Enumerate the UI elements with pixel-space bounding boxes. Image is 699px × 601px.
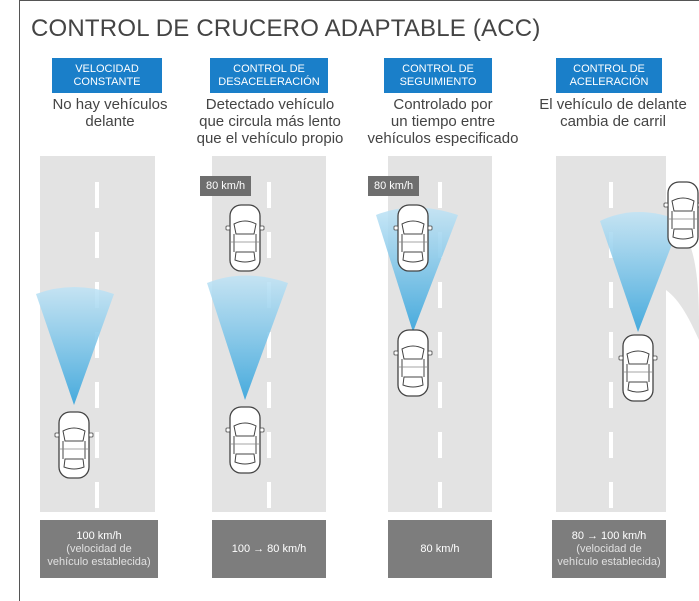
desc-line: vehículos especificado <box>367 130 519 147</box>
desc-line: No hay vehículos <box>52 96 168 113</box>
own-car-icon <box>393 329 433 397</box>
mode-badge-following: CONTROL DE SEGUIMIENTO <box>384 58 492 93</box>
lead-speed-tag: 80 km/h <box>368 176 420 196</box>
radar-beam <box>207 275 288 400</box>
desc-line: que el vehículo propio <box>196 130 344 147</box>
own-car-icon <box>225 406 265 474</box>
scenario-description: El vehículo de delante cambia de carril <box>530 96 696 130</box>
mode-badge-deceleration: CONTROL DE DESACELERACIÓN <box>210 58 328 93</box>
speed-value: 80 km/h <box>420 542 460 555</box>
scenario-description: Detectado vehículo que circula más lento… <box>190 96 350 147</box>
speed-value: 80 → 100 km/h <box>571 529 647 542</box>
scenario-description: Controlado por un tiempo entre vehículos… <box>362 96 524 147</box>
speed-note: vehículo establecida) <box>557 555 661 568</box>
desc-line: delante <box>85 113 135 130</box>
speed-note: (velocidad de <box>66 542 132 555</box>
badge-line-2: DESACELERACIÓN <box>218 75 320 88</box>
desc-line: Detectado vehículo <box>205 96 335 113</box>
radar-beam <box>36 287 114 405</box>
lead-car-icon <box>393 204 433 272</box>
lead-speed-tag: 80 km/h <box>200 176 252 196</box>
lead-car-icon <box>663 181 699 249</box>
desc-line: que circula más lento <box>199 113 341 130</box>
speed-box: 100 km/h (velocidad de vehículo establec… <box>40 520 158 578</box>
badge-line-2: CONSTANTE <box>73 75 141 88</box>
badge-line-2: SEGUIMIENTO <box>399 75 477 88</box>
own-car-icon <box>54 411 94 479</box>
badge-line-1: CONTROL DE <box>402 62 474 75</box>
desc-line: Controlado por <box>393 96 493 113</box>
badge-line-1: CONTROL DE <box>233 62 305 75</box>
badge-line-2: ACELERACIÓN <box>569 75 649 88</box>
mode-badge-acceleration: CONTROL DE ACELERACIÓN <box>556 58 662 93</box>
speed-box: 80 → 100 km/h (velocidad de vehículo est… <box>552 520 666 578</box>
own-car-icon <box>618 334 658 402</box>
speed-note: vehículo establecida) <box>47 555 151 568</box>
badge-line-1: CONTROL DE <box>573 62 645 75</box>
radar-beam <box>600 212 681 332</box>
desc-line: El vehículo de delante <box>539 96 687 113</box>
desc-line: cambia de carril <box>560 113 666 130</box>
speed-box: 80 km/h <box>388 520 492 578</box>
scenario-description: No hay vehículos delante <box>30 96 190 130</box>
diagram-frame <box>19 0 699 601</box>
lane-markings <box>95 182 613 508</box>
lead-car-icon <box>225 204 265 272</box>
speed-note: (velocidad de <box>576 542 642 555</box>
mode-badge-constant-speed: VELOCIDAD CONSTANTE <box>52 58 162 93</box>
speed-value: 100 km/h <box>76 529 122 542</box>
badge-line-1: VELOCIDAD <box>75 62 139 75</box>
page-title: CONTROL DE CRUCERO ADAPTABLE (ACC) <box>31 15 541 42</box>
speed-value: 100 → 80 km/h <box>231 542 307 555</box>
desc-line: un tiempo entre <box>390 113 496 130</box>
speed-box: 100 → 80 km/h <box>212 520 326 578</box>
